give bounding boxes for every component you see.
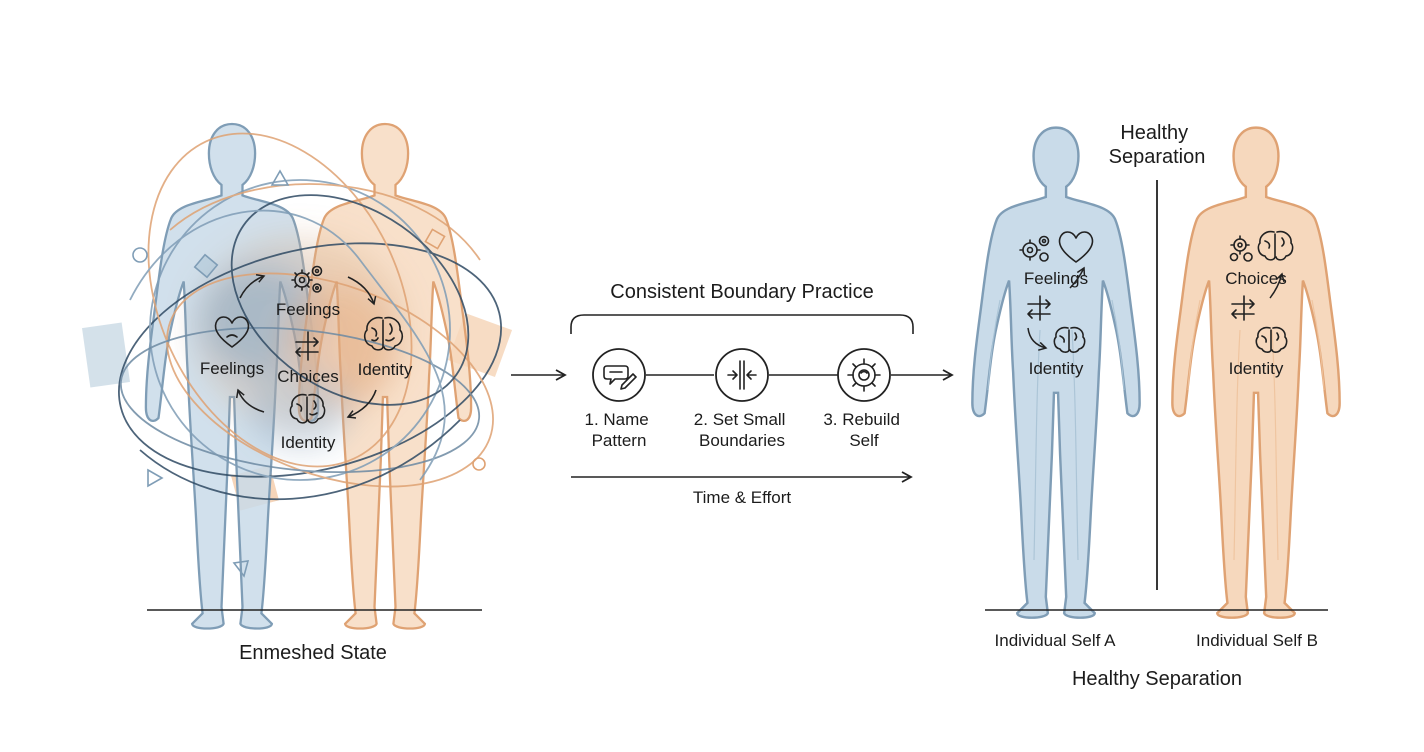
step-3-label: 3. Rebuild Self xyxy=(823,410,904,450)
separation-caption: Healthy Separation xyxy=(1072,668,1242,690)
step-1-line-1: 1. Name xyxy=(585,410,649,429)
step-3-line-2: Self xyxy=(849,431,879,450)
enmeshed-illustration: Feelings Feelings Choices Identity Ident… xyxy=(82,122,513,630)
label-identity-right: Identity xyxy=(358,360,413,379)
process-bracket xyxy=(570,314,914,334)
separation-top-title: Healthy Separation xyxy=(1109,122,1206,168)
speech-bubble-pencil-icon xyxy=(603,365,637,390)
brain-icon xyxy=(1053,326,1086,353)
gears-icon xyxy=(291,265,323,293)
healthy-separation-illustration: Healthy Separation Feelings xyxy=(971,122,1341,619)
step-1-circle xyxy=(592,348,646,402)
person-a-label-feelings: Feelings xyxy=(1024,269,1088,288)
label-choices: Choices xyxy=(277,367,338,386)
person-b-label-identity: Identity xyxy=(1229,359,1284,378)
person-b-label-choices: Choices xyxy=(1225,269,1286,288)
label-feelings-top: Feelings xyxy=(276,300,340,319)
separation-top-title-line-2: Separation xyxy=(1109,146,1206,168)
heart-icon xyxy=(214,316,250,348)
step-2-circle xyxy=(715,348,769,402)
gears-icon xyxy=(1019,235,1050,262)
gears-icon xyxy=(1229,235,1253,262)
crossroads-icon xyxy=(1231,295,1255,321)
process-title: Consistent Boundary Practice xyxy=(610,281,873,303)
brain-icon xyxy=(363,316,404,351)
gear-icon xyxy=(847,358,881,392)
label-identity-bottom: Identity xyxy=(281,433,336,452)
boundary-practice-process: Consistent Boundary Practice xyxy=(511,281,954,507)
step-2-line-2: Boundaries xyxy=(699,431,785,450)
step-2-label: 2. Set Small Boundaries xyxy=(694,410,790,450)
step-3-circle xyxy=(837,348,891,402)
brain-icon xyxy=(289,393,326,424)
separation-top-title-line-1: Healthy xyxy=(1120,122,1188,144)
label-feelings-left: Feelings xyxy=(200,359,264,378)
enmeshed-caption: Enmeshed State xyxy=(239,642,387,664)
step-2-line-1: 2. Set Small xyxy=(694,410,786,429)
brain-icon xyxy=(1257,230,1294,261)
person-a-caption: Individual Self A xyxy=(995,631,1117,650)
person-b-caption: Individual Self B xyxy=(1196,631,1318,650)
heart-icon xyxy=(1058,231,1094,263)
step-1-line-2: Pattern xyxy=(592,431,647,450)
brain-icon xyxy=(1255,326,1288,353)
boundary-arrows-icon xyxy=(727,360,757,390)
crossroads-icon xyxy=(295,331,319,361)
crossroads-icon xyxy=(1027,295,1051,321)
step-1-label: 1. Name Pattern xyxy=(585,410,654,450)
person-a-label-identity: Identity xyxy=(1029,359,1084,378)
step-3-line-1: 3. Rebuild xyxy=(823,410,900,429)
time-effort-label: Time & Effort xyxy=(693,488,792,507)
